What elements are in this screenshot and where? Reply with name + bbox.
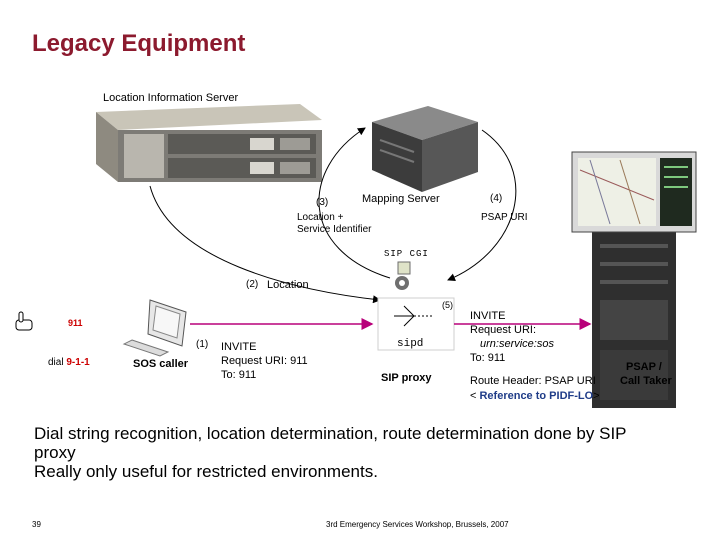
sipd-label: sipd <box>397 338 424 350</box>
slide-body: Dial string recognition, location determ… <box>34 424 704 481</box>
location-plus-label: Location + <box>297 212 344 223</box>
sip-cgi-label: SIP CGI <box>384 249 429 259</box>
gear-icon <box>395 276 409 290</box>
step-3-label: (3) <box>316 197 329 208</box>
invite2-line3: urn:service:sos <box>480 338 554 350</box>
phone-number: 911 <box>68 318 83 328</box>
location-label: Location <box>267 279 309 291</box>
invite2-line4: To: 911 <box>470 352 506 364</box>
psap-line2: Call Taker <box>620 375 672 387</box>
psap-label: PSAP / Call Taker <box>620 360 672 388</box>
invite1-line3: To: 911 <box>221 369 257 381</box>
psap-line1: PSAP / <box>626 361 662 373</box>
ref-suffix: > <box>593 390 600 402</box>
route-header: Route Header: PSAP URI < Reference to PI… <box>470 374 600 404</box>
lis-server-icon <box>96 104 322 182</box>
page-number: 39 <box>32 520 41 529</box>
invite2-line2: Request URI: <box>470 324 537 336</box>
psap-rack-icon <box>592 232 676 408</box>
step-1-label: (1) <box>196 339 209 350</box>
sos-caller-label: SOS caller <box>133 358 189 370</box>
mapping-server-icon <box>372 106 478 192</box>
service-identifier-label: Service Identifier <box>297 224 372 235</box>
footer-text: 3rd Emergency Services Workshop, Brussel… <box>326 520 509 529</box>
computer-icon <box>122 299 187 357</box>
step-5-label: (5) <box>442 300 453 310</box>
invite1-line1: INVITE <box>221 341 257 353</box>
dial-number: 9-1-1 <box>66 357 90 368</box>
sipd-box <box>377 297 455 351</box>
psap-uri-label: PSAP URI <box>481 212 528 223</box>
invite-message-1: INVITE Request URI: 911 To: 911 <box>221 340 308 382</box>
invite-message-2: INVITE Request URI: urn:service:sos To: … <box>470 309 554 365</box>
step-4-label: (4) <box>490 193 503 204</box>
dial-prefix: dial <box>48 357 67 368</box>
mapping-server-label: Mapping Server <box>362 193 440 205</box>
lis-label: Location Information Server <box>103 92 239 104</box>
invite2-line5: Route Header: PSAP URI <box>470 375 596 387</box>
sip-proxy-label: SIP proxy <box>381 372 432 384</box>
hand-pointer-icon <box>15 311 33 331</box>
monitor-icon <box>571 151 697 233</box>
body-line2: proxy <box>34 443 76 462</box>
slide-title: Legacy Equipment <box>32 30 246 57</box>
dial-label: dial 9-1-1 <box>48 357 90 368</box>
phone-icon: 911 <box>68 318 83 328</box>
step-2-label: (2) <box>246 279 259 290</box>
body-line3: Really only useful for restricted enviro… <box>34 462 378 481</box>
invite1-line2: Request URI: 911 <box>221 355 308 367</box>
invite2-line6: < Reference to PIDF-LO> <box>470 389 600 404</box>
pidf-lo-link[interactable]: Reference to PIDF-LO <box>479 390 594 402</box>
ref-prefix: < <box>470 390 480 402</box>
invite2-line1: INVITE <box>470 310 506 322</box>
body-line1: Dial string recognition, location determ… <box>34 424 627 443</box>
